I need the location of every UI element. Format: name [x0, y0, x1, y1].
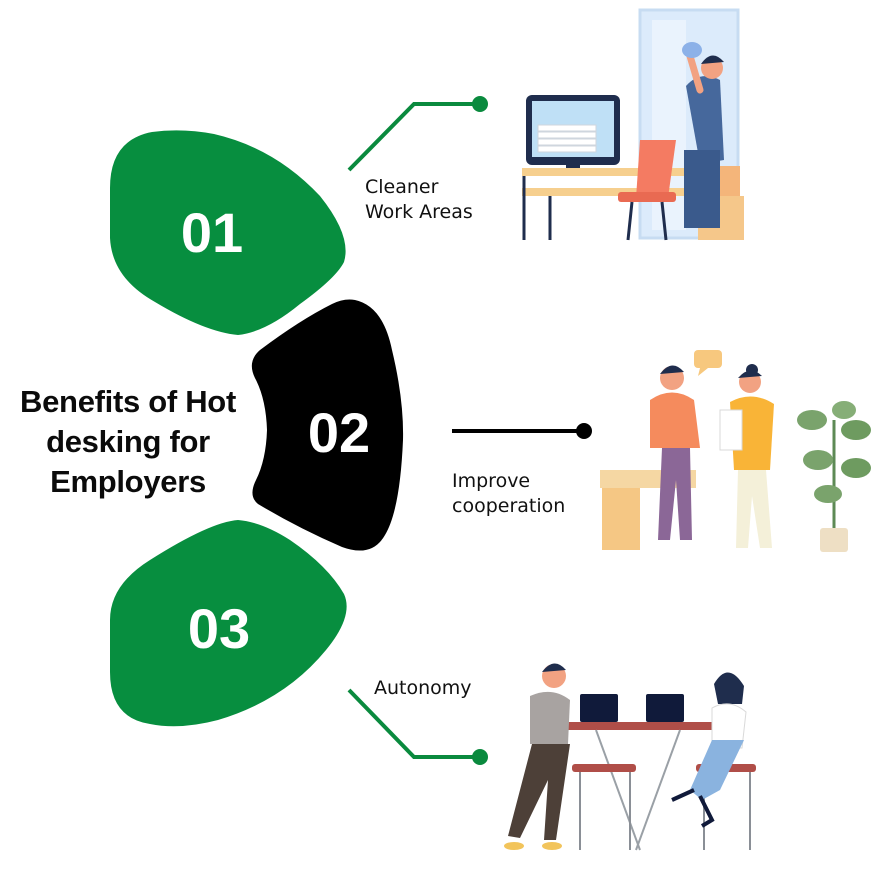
diagram-title: Benefits of Hot desking for Employers — [4, 382, 252, 502]
title-line-3: Employers — [50, 464, 206, 499]
connector-01 — [347, 96, 488, 172]
segment-03: 03 — [110, 520, 347, 727]
segment-02: 02 — [251, 299, 404, 551]
connector-02-dot — [576, 423, 592, 439]
segment-03-shape — [110, 520, 347, 727]
label-01: Cleaner Work Areas — [365, 175, 473, 225]
label-03-line-1: Autonomy — [374, 677, 472, 699]
segment-03-number: 03 — [188, 597, 250, 660]
title-line-2: desking for — [46, 424, 210, 459]
cleaner-window-office-illustration — [522, 8, 744, 241]
connector-03 — [347, 688, 488, 765]
coworkers-laptops-desk-illustration — [504, 663, 756, 851]
label-02-line-2: cooperation — [452, 495, 566, 517]
connector-02 — [452, 423, 592, 439]
connector-01-dot — [472, 96, 488, 112]
segment-02-shape — [251, 299, 404, 551]
segment-01-number: 01 — [181, 201, 243, 264]
label-01-line-2: Work Areas — [365, 201, 473, 223]
connector-03-dot — [472, 749, 488, 765]
colleagues-conversation-illustration — [600, 350, 871, 552]
label-01-line-1: Cleaner — [365, 176, 439, 198]
label-03: Autonomy — [374, 676, 472, 701]
segment-02-number: 02 — [308, 401, 370, 464]
title-line-1: Benefits of Hot — [20, 384, 236, 419]
label-02-line-1: Improve — [452, 470, 531, 492]
segment-01-shape — [110, 130, 346, 335]
segment-01: 01 — [110, 130, 346, 335]
label-02: Improve cooperation — [452, 469, 565, 519]
